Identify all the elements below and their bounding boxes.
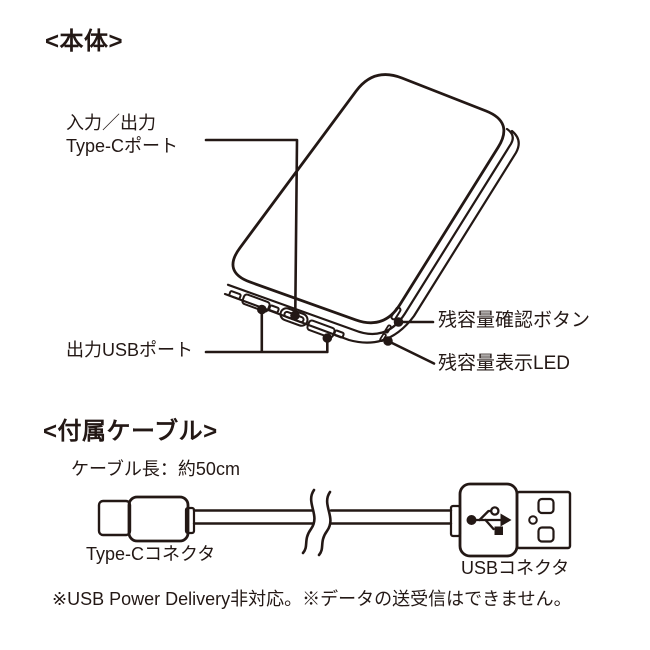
usb-trident-root-dot (466, 515, 477, 525)
body-section-heading: <本体> (45, 28, 124, 55)
usb-plug-collar (449, 504, 462, 538)
typec-connector-label: Type-Cコネクタ (86, 544, 216, 564)
usb-plug-metal (515, 490, 572, 550)
usb-trident-lower-branch (484, 518, 495, 531)
usb-plug-body (458, 482, 519, 558)
battery-level-led-label: 残容量表示LED (438, 353, 570, 374)
usb-plug-hole-bottom (537, 526, 555, 543)
power-bank-top-face (231, 73, 506, 325)
led-dash-1 (384, 324, 392, 334)
typec-port-callout-dot (290, 310, 300, 321)
led-dash-2 (379, 332, 387, 343)
typec-plug-collar (184, 506, 196, 535)
led-callout-line (386, 339, 436, 365)
usb-trident-arrowhead (500, 513, 512, 527)
usb-port-1-pin (268, 304, 280, 314)
usb-port-1-callout-dot (257, 304, 267, 315)
typec-port-outer (279, 307, 309, 327)
bottom-ports (228, 290, 345, 339)
usb-port-1-tab (228, 290, 242, 300)
typec-plug-body (127, 495, 190, 543)
cable-break-curve-2 (317, 490, 332, 557)
usb-port-2-slot (306, 319, 336, 339)
typec-port-label-line2: Type-Cポート (66, 136, 179, 156)
usb-connector-label: USBコネクタ (461, 558, 570, 578)
usb-plug-hole-top (537, 497, 555, 515)
typec-connector-graphic (97, 495, 196, 543)
cable-break-curve-1 (301, 488, 316, 555)
cable-line-right (329, 509, 453, 525)
usb-connector-graphic (449, 482, 572, 558)
typec-port-label-line1: 入力／出力 (66, 113, 156, 133)
output-usb-port-label: 出力USBポート (66, 340, 194, 360)
usb-port-1-slot (241, 293, 271, 313)
footnote: ※USB Power Delivery非対応。※データの送受信はできません。 (52, 589, 572, 609)
usb-trident-circle-tip (490, 506, 500, 516)
check-button-graphic (390, 306, 402, 321)
cable-line-left (192, 509, 315, 525)
usb-port-2-callout-dot (322, 333, 333, 343)
cable-break-mark (301, 488, 332, 557)
battery-check-button-label: 残容量確認ボタン (438, 310, 591, 331)
typec-port-callout-line (204, 138, 299, 313)
typec-plug-tip (97, 499, 132, 537)
typec-port-inner (283, 310, 305, 324)
usb-trident-icon (466, 506, 512, 535)
callout-lines (204, 138, 436, 365)
usb-port-2-pin (333, 329, 345, 339)
cable-section-heading: <付属ケーブル> (43, 418, 218, 445)
led-callout-dot (383, 336, 393, 346)
usb-ports-callout-line (204, 310, 329, 354)
usb-trident-upper-branch (478, 509, 492, 522)
power-bank-side-seam (226, 127, 514, 336)
usb-trident-square-tip (494, 526, 503, 535)
button-callout-dot (393, 317, 404, 327)
power-bank-graphic (223, 73, 520, 344)
cable-length-label: ケーブル長：約50cm (71, 459, 240, 479)
typec-port-label: 入力／出力 Type-Cポート (66, 112, 178, 158)
usb-plug-hole-small (528, 515, 538, 525)
